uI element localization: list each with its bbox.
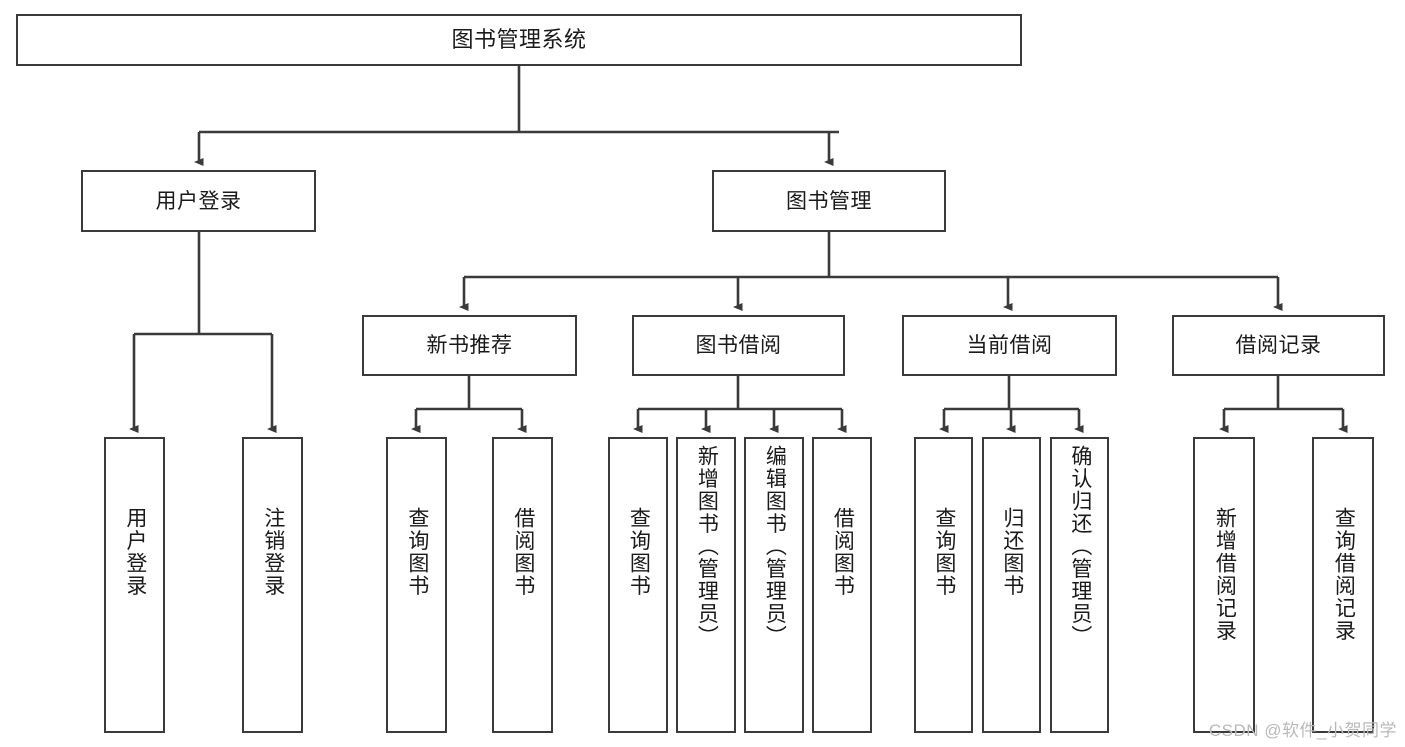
node-label: 确认归还（管理员） [1068,445,1092,648]
leaf-borrow-borrow-books[interactable]: 借阅图书 [812,437,872,733]
node-label: 借阅图书 [831,507,855,597]
leaf-borrow-edit-book-admin[interactable]: 编辑图书（管理员） [744,437,804,733]
node-label: 图书管理 [786,189,872,213]
node-book-management[interactable]: 图书管理 [712,170,946,232]
leaf-user-login-login[interactable]: 用户登录 [104,437,165,733]
node-label: 归还图书 [1000,507,1024,597]
node-label: 查询图书 [405,507,429,597]
node-current-borrow[interactable]: 当前借阅 [902,315,1117,376]
node-label: 编辑图书（管理员） [763,445,787,648]
leaf-new-book-query-books[interactable]: 查询图书 [386,437,447,733]
leaf-current-confirm-return-admin[interactable]: 确认归还（管理员） [1050,437,1109,733]
leaf-records-query-record[interactable]: 查询借阅记录 [1312,437,1374,733]
node-label: 图书借阅 [695,334,782,357]
leaf-borrow-add-book-admin[interactable]: 新增图书（管理员） [676,437,736,733]
node-book-borrow[interactable]: 图书借阅 [632,315,845,376]
node-root-library-system[interactable]: 图书管理系统 [16,14,1022,66]
node-label: 当前借阅 [966,334,1053,357]
node-label: 用户登录 [123,507,147,597]
node-label: 借阅图书 [511,507,535,597]
node-label: 借阅记录 [1235,334,1322,357]
leaf-records-add-record[interactable]: 新增借阅记录 [1193,437,1255,733]
node-new-book-recommend[interactable]: 新书推荐 [362,315,577,376]
leaf-borrow-query-books[interactable]: 查询图书 [608,437,668,733]
leaf-user-login-logout[interactable]: 注销登录 [242,437,303,733]
node-label: 注销登录 [261,507,285,597]
leaf-current-return-books[interactable]: 归还图书 [982,437,1041,733]
leaf-new-book-borrow-books[interactable]: 借阅图书 [492,437,553,733]
node-label: 查询图书 [627,507,651,597]
leaf-current-query-books[interactable]: 查询图书 [914,437,973,733]
node-borrow-records[interactable]: 借阅记录 [1172,315,1385,376]
node-label: 查询借阅记录 [1332,507,1356,642]
node-label: 新书推荐 [426,334,513,357]
node-label: 新增图书（管理员） [695,445,719,648]
node-label: 图书管理系统 [451,27,587,52]
node-label: 新增借阅记录 [1213,507,1237,642]
node-label: 用户登录 [155,189,242,213]
node-user-login[interactable]: 用户登录 [81,170,316,232]
node-label: 查询图书 [932,507,956,597]
